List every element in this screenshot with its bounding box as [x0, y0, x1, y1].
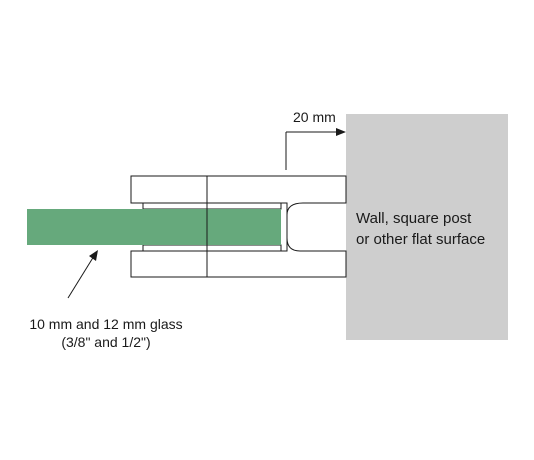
gasket-bottom — [142, 244, 282, 252]
wall-label-line2: or other flat surface — [356, 231, 485, 248]
gasket-top — [142, 202, 282, 210]
dimension-label: 20 mm — [293, 109, 336, 125]
wall-block — [346, 114, 508, 340]
glass-leader-arrow — [67, 250, 98, 299]
dimension-20mm — [285, 128, 346, 170]
glass-label-line1: 10 mm and 12 mm glass — [29, 316, 182, 332]
glass-label-line2: (3/8" and 1/2") — [61, 334, 150, 350]
glass-panel — [27, 209, 281, 245]
clamp-top — [130, 175, 347, 216]
wall-label-line1: Wall, square post — [356, 210, 472, 227]
